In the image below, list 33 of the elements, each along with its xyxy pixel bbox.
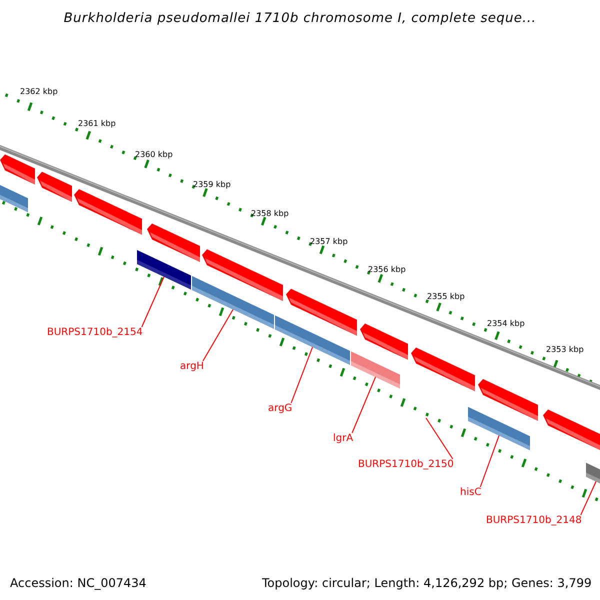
gene-bar [192, 276, 274, 329]
scale-label: 2354 kbp [487, 319, 525, 329]
leader-line [141, 276, 164, 328]
scale-label: 2361 kbp [78, 119, 116, 129]
scale-label: 2362 kbp [20, 87, 58, 97]
scale-label: 2357 kbp [310, 237, 348, 247]
leader-line [426, 418, 454, 460]
gene-bar [468, 406, 530, 450]
scale-label: 2359 kbp [193, 180, 231, 190]
leader-line [352, 376, 376, 434]
scale-label: 2353 kbp [546, 345, 584, 355]
scale-label: 2356 kbp [368, 265, 406, 275]
leader-line [580, 481, 596, 516]
scale-label: 2358 kbp [251, 209, 289, 219]
gene-label: argG [268, 403, 292, 415]
scale-label: 2360 kbp [135, 150, 173, 160]
leader-line [202, 308, 234, 362]
map-title: Burkholderia pseudomallei 1710b chromosome I, complete seque... [62, 11, 538, 27]
gene-bar [275, 315, 350, 365]
leader-line [480, 435, 500, 488]
gene-bar [351, 351, 400, 389]
info-text: Accession: NC_007434 [10, 576, 146, 590]
gene-bar [586, 462, 600, 486]
gene-label: lgrA [333, 433, 354, 445]
scale-label: 2355 kbp [427, 292, 465, 302]
gene-label: argH [180, 361, 204, 373]
leader-line [290, 346, 313, 404]
gene-label: BURPS1710b_2148 [486, 515, 582, 527]
gene-label: BURPS1710b_2150 [358, 459, 454, 471]
info-text: Topology: circular; Length: 4,126,292 bp; Genes: 3,799 [262, 576, 592, 590]
gene-label: hisC [460, 487, 482, 499]
gene-bar [137, 250, 191, 290]
gene-label: BURPS1710b_2154 [47, 327, 143, 339]
